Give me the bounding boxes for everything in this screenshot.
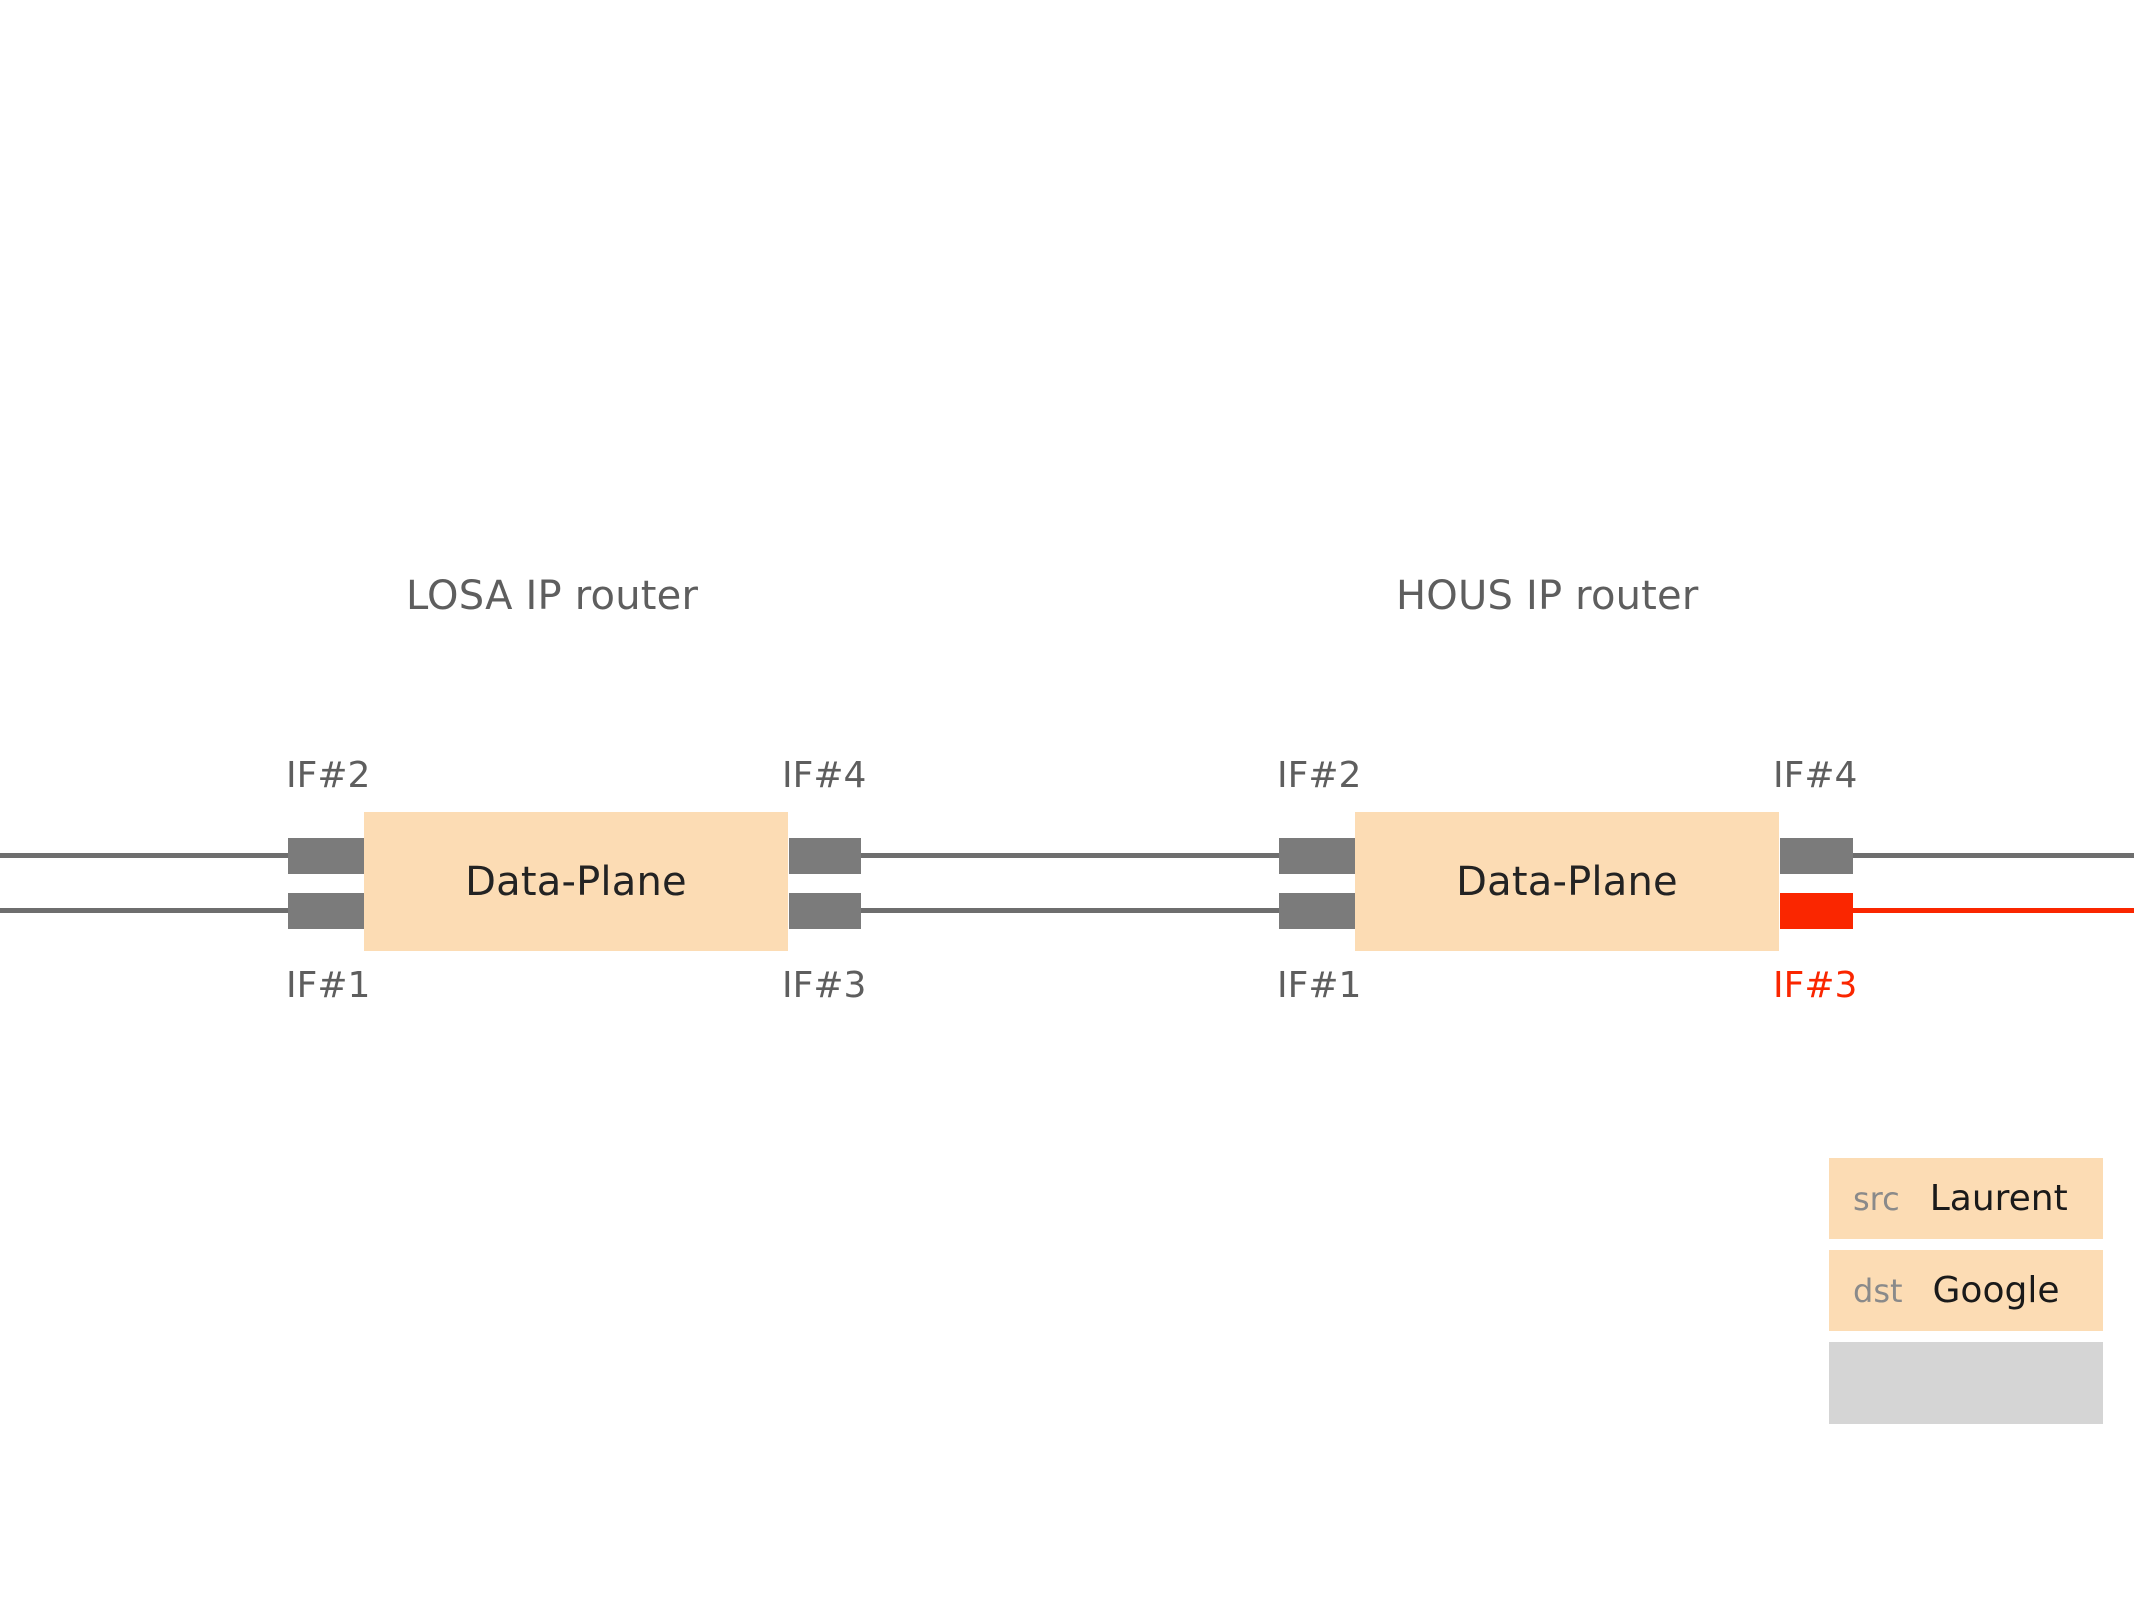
if-label-hous-if4: IF#4 <box>1773 755 1858 796</box>
port-hous-if2[interactable] <box>1279 838 1357 874</box>
router-hous-title: HOUS IP router <box>1396 573 1699 619</box>
packet-key-dst: dst <box>1853 1271 1903 1310</box>
port-hous-if1[interactable] <box>1279 893 1357 929</box>
if-label-hous-if2: IF#2 <box>1277 755 1362 796</box>
dataplane-box-losa: Data-Plane <box>364 812 788 951</box>
if-label-losa-if1: IF#1 <box>286 965 371 1006</box>
port-losa-if4[interactable] <box>789 838 861 874</box>
dataplane-label-hous: Data-Plane <box>1456 858 1678 905</box>
dataplane-label-losa: Data-Plane <box>465 858 687 905</box>
if-label-losa-if4: IF#4 <box>782 755 867 796</box>
packet-row-src: src Laurent <box>1829 1158 2103 1239</box>
link-left-bottom <box>0 908 292 913</box>
packet-row-dst: dst Google <box>1829 1250 2103 1331</box>
port-hous-if3[interactable] <box>1780 893 1853 929</box>
dataplane-box-hous: Data-Plane <box>1355 812 1779 951</box>
packet-value-dst: Google <box>1932 1270 2060 1311</box>
packet-legend: src Laurent dst Google <box>1829 1158 2103 1460</box>
link-left-top <box>0 853 292 858</box>
if-label-losa-if2: IF#2 <box>286 755 371 796</box>
router-losa-title: LOSA IP router <box>406 573 699 619</box>
if-label-hous-if1: IF#1 <box>1277 965 1362 1006</box>
port-losa-if2[interactable] <box>288 838 366 874</box>
link-mid-top <box>856 853 1284 858</box>
packet-row-payload <box>1829 1342 2103 1424</box>
port-hous-if4[interactable] <box>1780 838 1853 874</box>
link-mid-bottom <box>856 908 1284 913</box>
if-label-losa-if3: IF#3 <box>782 965 867 1006</box>
port-losa-if3[interactable] <box>789 893 861 929</box>
port-losa-if1[interactable] <box>288 893 366 929</box>
packet-value-src: Laurent <box>1929 1178 2068 1219</box>
link-right-bottom <box>1849 908 2134 913</box>
packet-key-src: src <box>1853 1179 1900 1218</box>
if-label-hous-if3: IF#3 <box>1773 965 1858 1006</box>
link-right-top <box>1849 853 2134 858</box>
